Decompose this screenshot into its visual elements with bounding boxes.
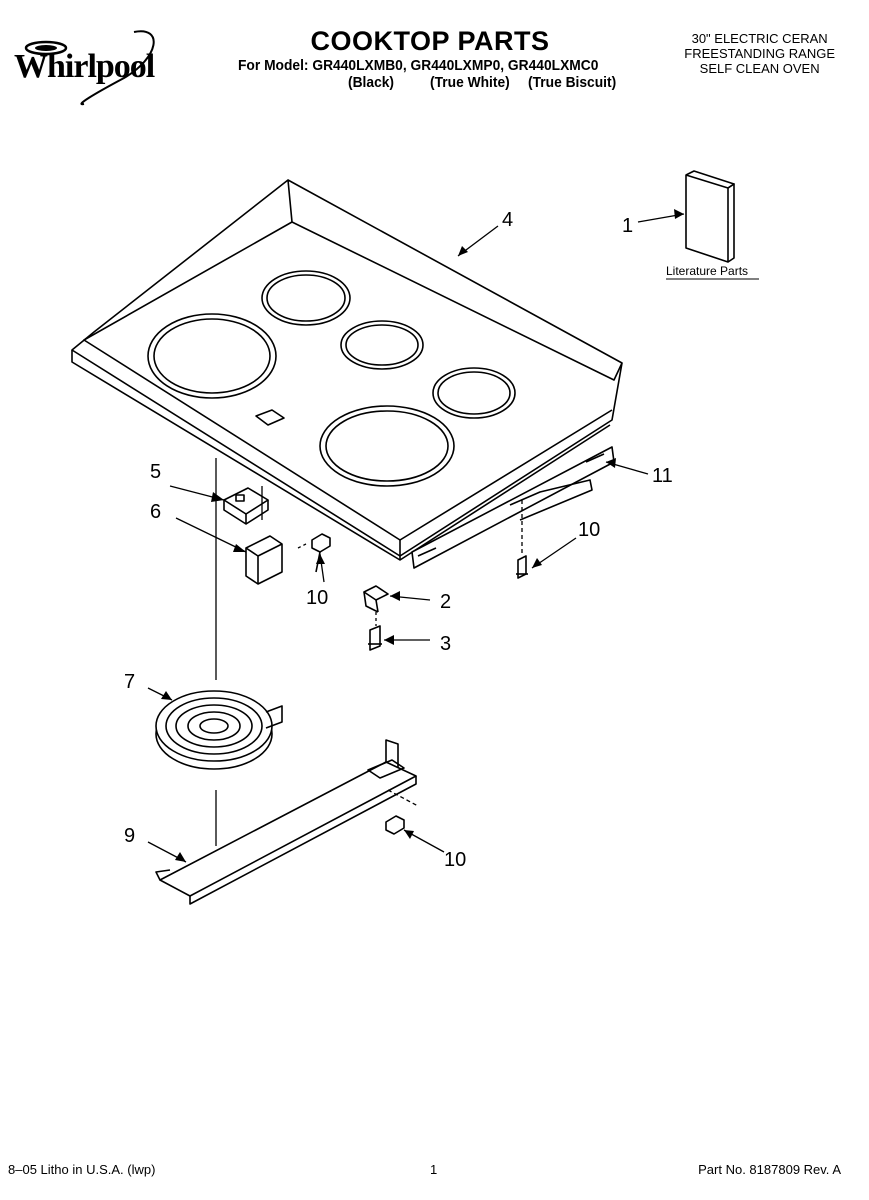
- literature-booklet: [685, 170, 735, 263]
- callout-6: 6: [150, 501, 161, 523]
- screw-10c: [385, 815, 405, 835]
- brand-logo: Whirlpool: [14, 28, 184, 108]
- description-line-1: 30" ELECTRIC CERAN: [691, 31, 828, 46]
- limit-switch: [223, 487, 269, 525]
- callout-2: 2: [440, 591, 451, 613]
- whirlpool-swirl-icon: [24, 30, 155, 106]
- color-true-white: (True White): [430, 74, 510, 91]
- callout-4: 4: [502, 209, 513, 231]
- product-description: 30" ELECTRIC CERAN FREESTANDING RANGE SE…: [684, 31, 835, 76]
- color-black: (Black): [348, 74, 395, 91]
- model-line: For Model: GR440LXMB0, GR440LXMP0, GR440…: [238, 57, 599, 74]
- literature-parts-label: Literature Parts: [666, 264, 748, 278]
- brand-wordmark: Whirlpool: [14, 48, 155, 85]
- screw-10b: [516, 555, 528, 579]
- callout-3: 3: [440, 633, 451, 655]
- page-title: COOKTOP PARTS: [310, 26, 550, 56]
- cooktop-glass: [71, 179, 623, 561]
- callout-1: 1: [622, 215, 633, 237]
- description-line-3: SELF CLEAN OVEN: [699, 61, 820, 76]
- color-true-biscuit: (True Biscuit): [528, 74, 617, 91]
- callout-5: 5: [150, 461, 161, 483]
- header-title-block: COOKTOP PARTS: [230, 26, 630, 56]
- callout-10a: 10: [306, 587, 328, 609]
- callout-11: 11: [652, 465, 673, 487]
- radiant-element: [155, 690, 283, 770]
- footer-part-number: Part No. 8187809 Rev. A: [698, 1162, 841, 1177]
- element-support: [155, 739, 417, 905]
- callout-10b: 10: [578, 519, 600, 541]
- callout-10c: 10: [444, 849, 466, 871]
- footer-page-number: 1: [430, 1162, 438, 1177]
- screw-10a: [311, 533, 331, 573]
- callout-9: 9: [124, 825, 135, 847]
- description-line-2: FREESTANDING RANGE: [684, 46, 835, 61]
- footer-litho: 8–05 Litho in U.S.A. (lwp): [8, 1162, 156, 1177]
- switch-bracket: [245, 535, 283, 585]
- callout-7: 7: [124, 671, 135, 693]
- spring-clip: [363, 585, 389, 613]
- screw-3: [368, 625, 382, 651]
